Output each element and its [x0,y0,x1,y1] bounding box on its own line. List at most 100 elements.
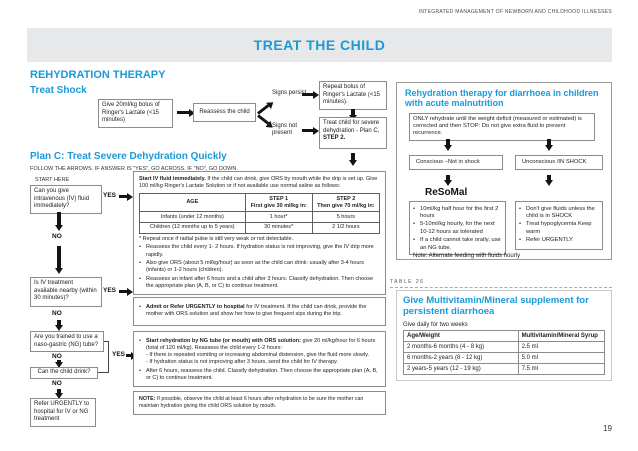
iv-intro: Start IV fluid immediately. If the child… [139,176,380,190]
resomal-title: ReSoMal [425,187,468,198]
arrow-right-icon [119,195,127,198]
bullet-icon: • [519,221,522,228]
bullet-item: •If a child cannot take orally, use an N… [413,237,501,251]
resomal-dosing-box: •10ml/kg half hour for the first 2 hours… [409,201,506,255]
section-title-plan-c: Plan C: Treat Severe Dehydration Quickly [30,151,227,162]
ng-text: Start rehydration by NG tube (or mouth) … [146,338,380,352]
bullet-icon: • [139,337,141,344]
table-row: Children (12 months up to 5 years) 30 mi… [139,221,381,234]
table-cell: 2 1/2 hours [311,221,381,234]
iv-intro-bold: Start IV fluid immediately. [139,176,206,182]
no-label: NO [52,353,62,360]
ng-subitem: - If hydration status is not improving a… [146,358,338,365]
document-header-text: INTEGRATED MANAGEMENT OF NEWBORN AND CHI… [418,9,612,15]
table-row: 2 months-6 months (4 - 8 kg) 2.5 ml [403,340,606,353]
arrow-right-icon [302,129,313,132]
bullet-icon: • [139,275,141,282]
arrow-down-icon [57,360,61,362]
alternate-feeding-note: Note: Alternate feeding with fluids hour… [413,253,521,259]
arrow-down-icon [351,153,355,160]
section-title-rehydration: REHYDRATION THERAPY [30,69,166,81]
arrow-down-icon [446,139,450,145]
yes-label: YES [103,287,117,294]
dashed-divider [390,287,612,288]
multivitamin-table: Age/Weight Multivitamin/Mineral Syrup 2 … [403,329,606,375]
arrow-down-icon [446,175,450,180]
arrow-down-icon [351,109,355,115]
table-cell: 2 months-6 months (4 - 8 kg) [403,340,519,353]
unconscious-box: Unconscious /IN SHOCK [515,155,603,170]
admit-bold: Admit or Refer URGENTLY to hospital [146,303,245,310]
table-row: Infants (under 12 months) 1 hour* 5 hour… [139,211,381,223]
step1-sub: First give 30 ml/kg in: [250,202,307,209]
title-banner: TREAT THE CHILD [27,28,612,62]
page-number: 19 [603,424,612,433]
table-cell: 2.5 ml [517,340,606,353]
ng-rest: give 20 ml/kg/hour for 6 hours (total of… [146,337,376,351]
step2-sub: Then give 70 ml/kg in: [317,202,375,209]
table-header-row: Age/Weight Multivitamin/Mineral Syrup [403,329,606,342]
note-bold: NOTE: [139,396,156,402]
flow-box-repeat-bolus: Repeat bolus of Ringer's Lactate (<15 mi… [319,81,387,110]
yes-label: YES [103,192,117,199]
diagonal-arrow-up-icon [257,104,270,115]
subsection-title-treat-shock: Treat Shock [30,85,87,96]
table-row: 2 years-5 years (12 - 19 kg) 7.5 ml [403,362,606,375]
bullet-icon: • [139,303,141,310]
col-header-syrup: Multivitamin/Mineral Syrup [517,329,606,342]
arrow-right-icon [302,93,313,96]
flow-box-treat-severe: Treat child for severe dehydration - Pla… [319,117,387,149]
arrow-right-icon [126,354,131,357]
note-rest: If possible, observe the child at least … [139,396,364,409]
page-title: TREAT THE CHILD [253,37,386,53]
bullet-icon: • [519,205,522,212]
shock-actions-box: •Don't give fluids unless the child is i… [515,201,603,250]
flow-box-give-bolus: Give 20ml/kg bolus of Ringer's Lactate (… [98,99,173,128]
flow-box-reassess: Reassess the child [193,103,256,122]
only-rehydrate-box: ONLY rehydrate until the weight deficit … [409,113,595,141]
arrow-down-icon [547,175,551,180]
bullet-item: • Admit or Refer URGENTLY to hospital fo… [139,304,380,318]
table-cell: 30 minutes* [244,221,313,234]
bullet-icon: • [413,237,416,244]
step1-title: STEP 1 [269,195,289,202]
table-number-label: TABLE 26 [390,279,425,285]
bullet-item: • Start rehydration by NG tube (or mouth… [139,338,380,352]
bullet-item: •10ml/kg half hour for the first 2 hours [413,205,499,219]
admit-rest: for IV treatment. If the child can drink… [146,303,367,317]
question-box-iv-immediately: Can you give intravenous (IV) fluid imme… [30,185,102,214]
bullet-icon: • [519,237,522,244]
malnutrition-panel-title: Rehydration therapy for diarrhoea in chi… [405,88,599,109]
arrow-right-icon [177,111,189,114]
table-cell: 5 hours [311,211,381,223]
refer-urgently-box: Refer URGENTLY to hospital for IV or NG … [30,398,96,427]
bullet-item: •Refer URGENTLY [519,237,573,244]
step2-title: STEP 2 [336,195,356,202]
no-label: NO [52,233,62,240]
table-cell: 2 years-5 years (12 - 19 kg) [403,362,519,375]
table-cell: 6 months-2 years (8 - 12 kg) [403,351,519,364]
bullet-item: •Also give ORS (about 5 ml/kg/hour) as s… [139,260,364,274]
no-label: NO [52,310,62,317]
iv-fluid-table: AGE STEP 1 First give 30 ml/kg in: STEP … [139,193,381,234]
table-cell: 1 hour* [244,211,313,223]
table-cell: 7.5 ml [517,362,606,375]
start-here-label: START HERE [35,177,70,183]
treat-severe-text: Treat child for severe dehydration - Pla… [323,120,380,134]
col-header-age-weight: Age/Weight [403,329,519,342]
action-box-start-iv: Start IV fluid immediately. If the child… [133,171,386,296]
bullet-icon: • [139,244,141,251]
bullet-item: •Treat hypoglycemia Keep warm [519,221,592,235]
bullet-item: •Reassess an infant after 6 hours and a … [139,275,374,290]
bullet-item: •Don't give fluids unless the child is i… [519,205,595,219]
bullet-item: •Reassess the child every 1- 2 hours. If… [139,244,374,258]
treat-severe-step: STEP 2. [323,135,346,141]
action-box-ng-rehydration: • Start rehydration by NG tube (or mouth… [133,331,386,387]
no-label: NO [52,380,62,387]
table-header-row: AGE STEP 1 First give 30 ml/kg in: STEP … [139,193,381,213]
question-box-ng-trained: Are you trained to use a naso-gastric (N… [30,331,104,352]
col-header-step1: STEP 1 First give 30 ml/kg in: [244,193,313,213]
bracket-line [104,341,109,342]
table-cell: Infants (under 12 months) [139,211,246,223]
